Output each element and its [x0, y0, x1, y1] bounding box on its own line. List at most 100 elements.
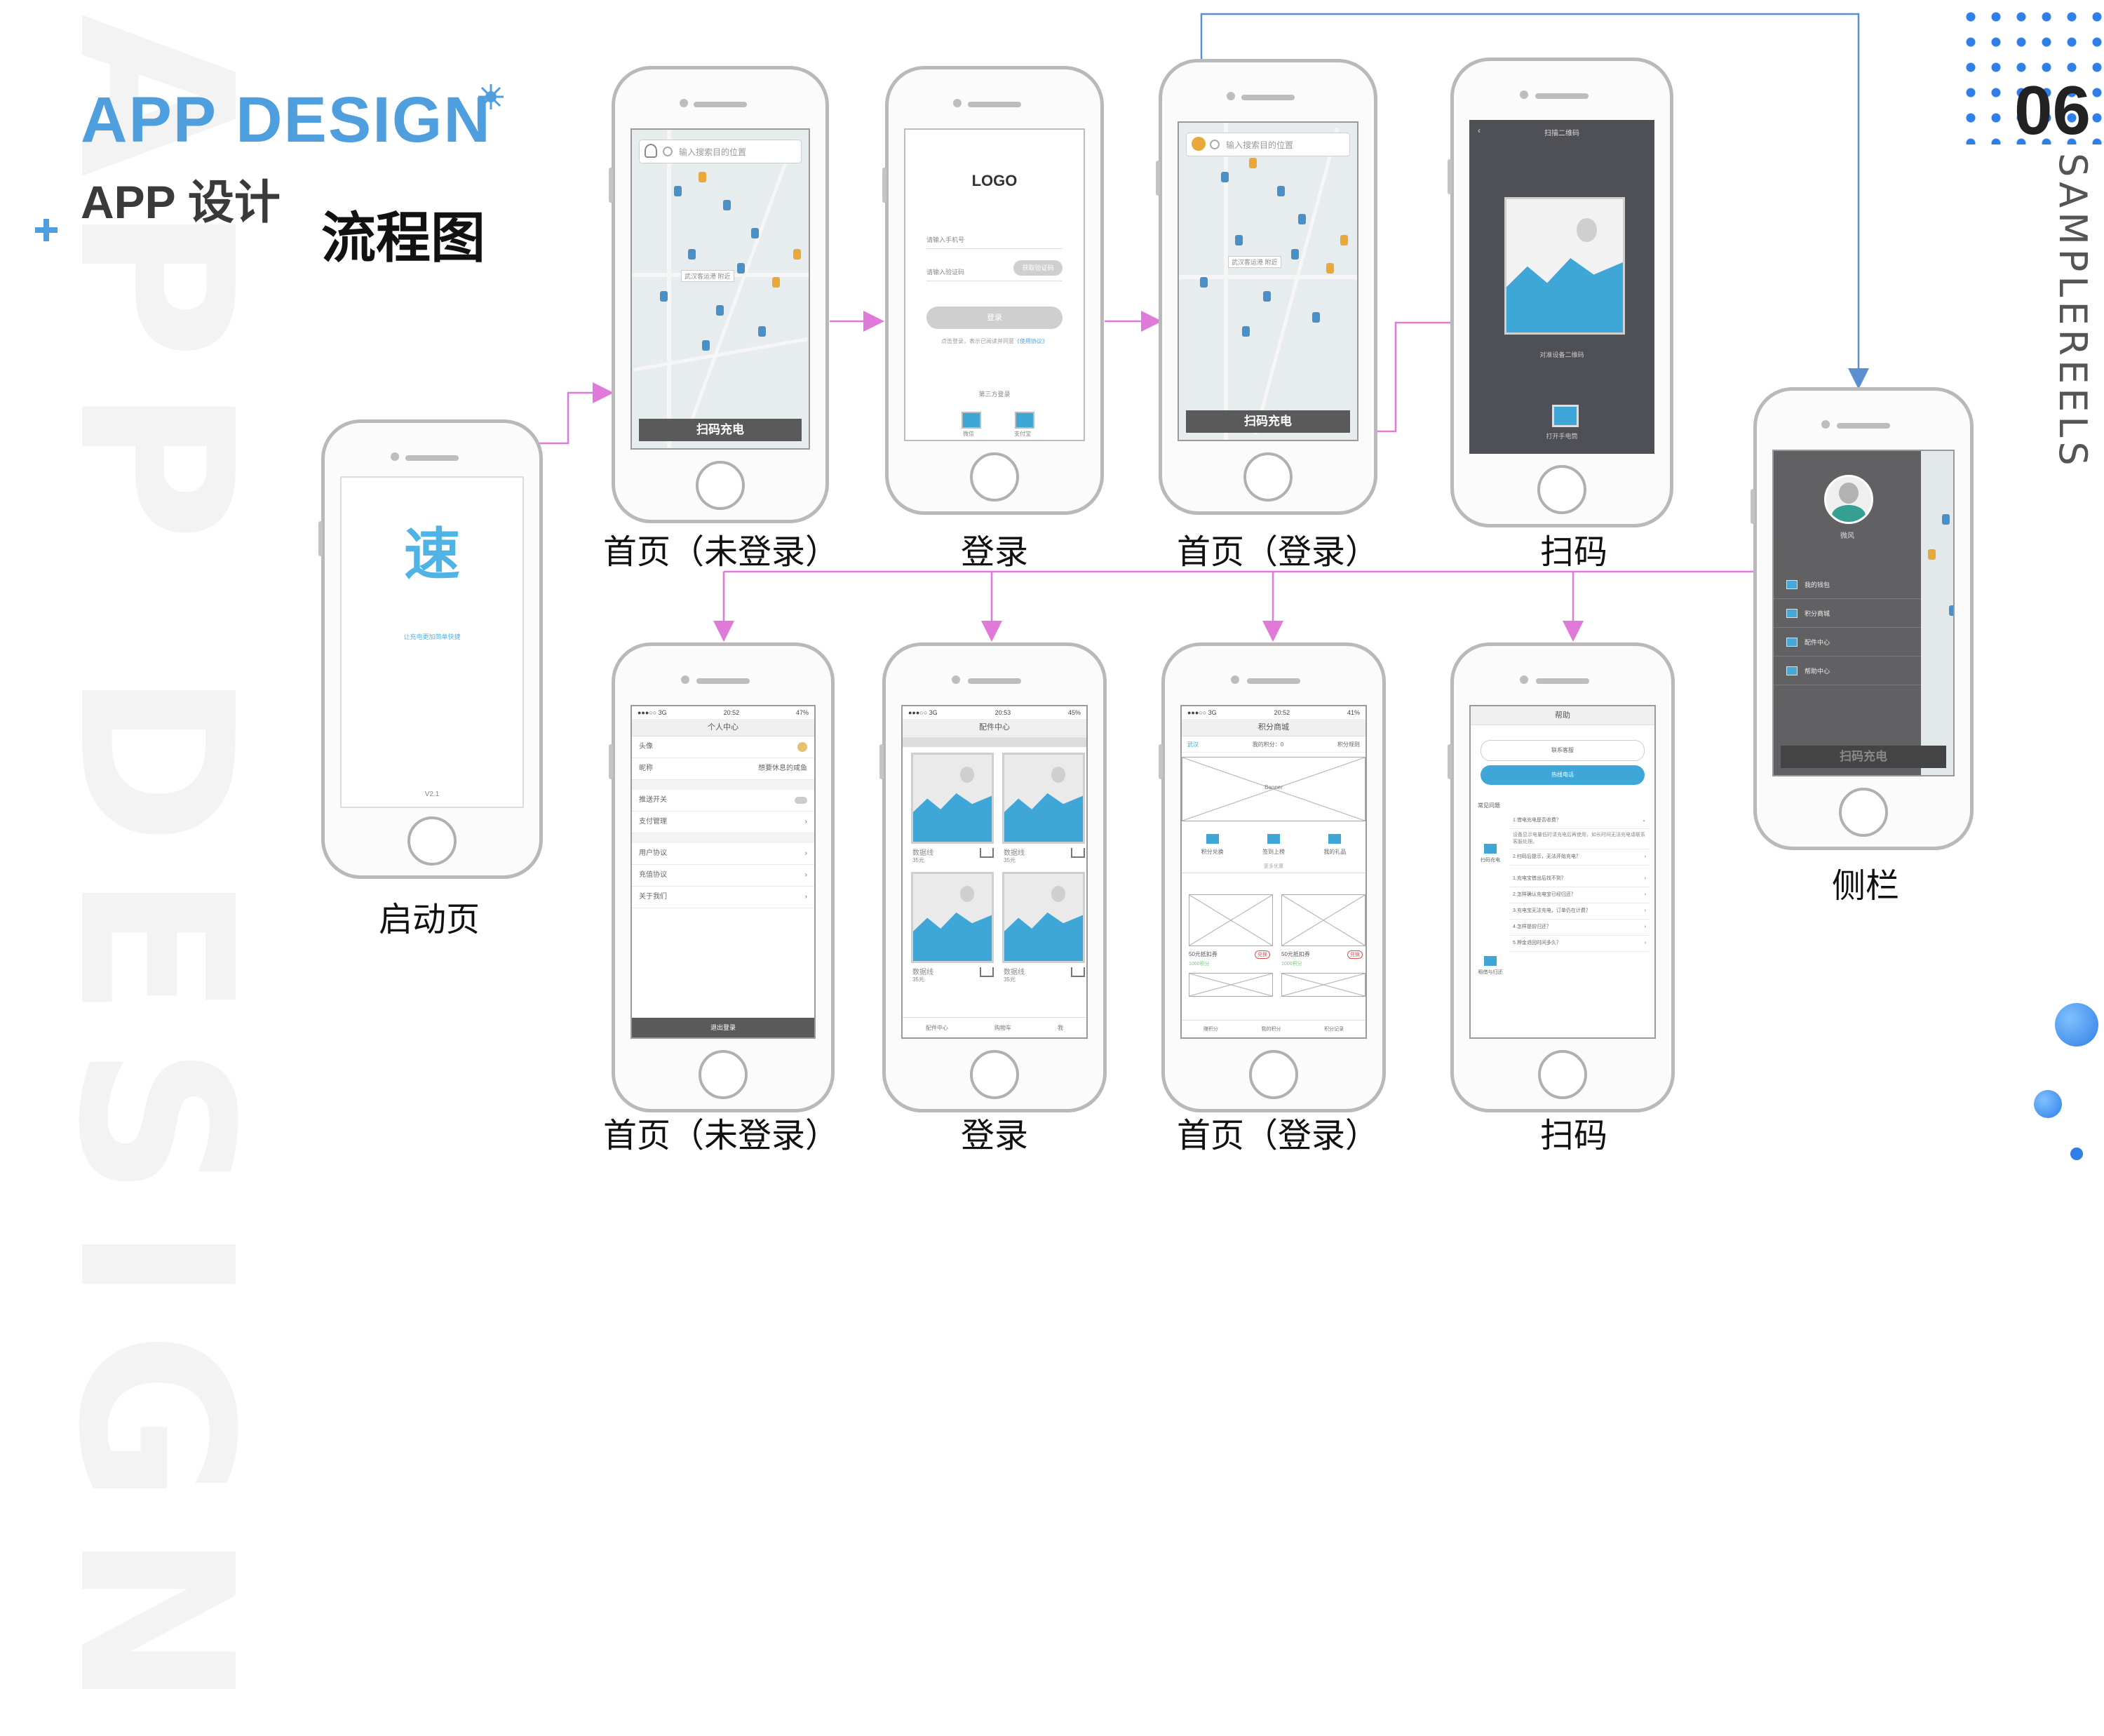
- tab-accessories[interactable]: 配件中心: [926, 1024, 948, 1031]
- profile-row-avatar[interactable]: 头像: [632, 736, 814, 758]
- arrow-splash-to-home: [526, 382, 614, 445]
- caption-row2-b: 登录: [960, 1117, 1028, 1155]
- tab-me[interactable]: 我: [1058, 1024, 1063, 1031]
- cart-icon[interactable]: [980, 848, 994, 858]
- home-button[interactable]: [1243, 452, 1293, 502]
- home-button[interactable]: [970, 452, 1019, 502]
- sidebar-item-help[interactable]: 帮助中心: [1774, 657, 1921, 685]
- wechat-login-icon[interactable]: [962, 412, 981, 429]
- home-button[interactable]: [1839, 788, 1888, 837]
- tab-earn-points[interactable]: 赚积分: [1203, 1027, 1218, 1032]
- tab-cart[interactable]: 购物车: [994, 1024, 1011, 1031]
- faq-question[interactable]: 1.借电充电是否收费？⌄: [1510, 813, 1649, 829]
- phone-login: LOGO 请输入手机号 请输入验证码 获取验证码 登录 点击登录，表示已阅读并同…: [882, 66, 1104, 515]
- sidebar-item-points[interactable]: 积分商城: [1774, 599, 1921, 628]
- side-vertical-text: SAMPLEREELS: [2051, 153, 2095, 470]
- phone-scan: 扫描二维码 ‹ 对准设备二维码 打开手电筒: [1448, 58, 1673, 527]
- alipay-label: 支付宝: [1014, 431, 1031, 437]
- redeem-button[interactable]: 兑换: [1255, 950, 1270, 959]
- coupon-image[interactable]: [1189, 894, 1273, 946]
- circle-decoration-small: [2070, 1148, 2083, 1160]
- profile-row-payment[interactable]: 支付管理›: [632, 812, 814, 833]
- search-icon: [1210, 140, 1220, 149]
- banner[interactable]: Banner: [1182, 757, 1365, 821]
- home-button[interactable]: [970, 1050, 1019, 1099]
- home-button[interactable]: [1537, 465, 1586, 514]
- points-icon: [1786, 608, 1798, 618]
- faq-question[interactable]: 4.怎样提前归还？›: [1510, 920, 1649, 936]
- tab-points-record[interactable]: 积分记录: [1324, 1027, 1344, 1032]
- third-party-label: 第三方登录: [978, 391, 1011, 398]
- profile-row-about[interactable]: 关于我们›: [632, 887, 814, 908]
- map-view[interactable]: 武汉客运港 附近: [1179, 123, 1357, 440]
- map-location-label: 武汉客运港 附近: [1228, 256, 1281, 268]
- sparkle-icon: [478, 84, 504, 109]
- scan-charge-button[interactable]: 扫码充电: [1186, 410, 1350, 433]
- profile-row-recharge-agreement[interactable]: 充值协议›: [632, 865, 814, 887]
- location-label[interactable]: 武汉: [1187, 741, 1199, 748]
- my-gifts-icon[interactable]: 我的礼品: [1323, 834, 1346, 856]
- home-button[interactable]: [699, 1050, 748, 1099]
- faq-category-scan[interactable]: 扫码充电: [1475, 844, 1506, 863]
- coupon-name: 50元抵扣券: [1189, 951, 1218, 957]
- logout-button[interactable]: 退出登录: [632, 1018, 814, 1037]
- profile-row-user-agreement[interactable]: 用户协议›: [632, 843, 814, 865]
- product-name: 数据线: [1004, 969, 1025, 976]
- alipay-login-icon[interactable]: [1015, 412, 1034, 429]
- more-offers-label: 更多优惠: [1182, 863, 1365, 873]
- faq-question[interactable]: 1.充电宝借出后找不到？›: [1510, 871, 1649, 887]
- sidebar-item-accessories[interactable]: 配件中心: [1774, 628, 1921, 657]
- avatar[interactable]: [1824, 475, 1873, 524]
- plus-icon: [35, 219, 58, 241]
- page-subtitle: APP 设计: [81, 176, 281, 228]
- tab-my-points[interactable]: 我的积分: [1261, 1027, 1281, 1032]
- app-logo: 速: [404, 523, 460, 586]
- points-rules-link[interactable]: 积分规则: [1337, 741, 1360, 748]
- coupon-image[interactable]: [1281, 894, 1365, 946]
- agreement-link[interactable]: 《使用协议》: [1014, 338, 1048, 344]
- product-price: 35元: [1004, 976, 1016, 983]
- get-code-button[interactable]: 获取验证码: [1013, 260, 1063, 276]
- faq-question[interactable]: 2.怎样确认充电宝已经归还？›: [1510, 887, 1649, 903]
- home-button[interactable]: [696, 461, 745, 510]
- push-toggle[interactable]: [795, 797, 807, 804]
- cart-icon[interactable]: [1071, 967, 1085, 977]
- agreement-label: 点击登录，表示已阅读并同意: [941, 338, 1014, 344]
- coupon-cost: 1000积分: [1281, 962, 1302, 967]
- home-button[interactable]: [407, 816, 457, 866]
- login-button[interactable]: 登录: [926, 307, 1063, 329]
- profile-row-push[interactable]: 推送开关: [632, 790, 814, 812]
- cart-icon[interactable]: [980, 967, 994, 977]
- hotline-button[interactable]: 热线电话: [1481, 765, 1645, 785]
- checkin-icon[interactable]: 签到上榜: [1262, 834, 1285, 856]
- sidebar-item-wallet[interactable]: 我的钱包: [1774, 570, 1921, 599]
- bottom-tabbar: 配件中心 购物车 我: [903, 1017, 1086, 1037]
- product-price: 35元: [912, 857, 924, 863]
- redeem-button[interactable]: 兑换: [1347, 950, 1363, 959]
- faq-question[interactable]: 5.押金退回时间多久？›: [1510, 936, 1649, 952]
- code-field[interactable]: 请输入验证码: [926, 267, 1063, 281]
- scan-charge-button[interactable]: 扫码充电: [1781, 746, 1946, 768]
- scan-charge-button[interactable]: 扫码充电: [639, 419, 802, 441]
- home-button[interactable]: [1249, 1050, 1298, 1099]
- profile-row-nickname[interactable]: 昵称想要休息的咸鱼: [632, 758, 814, 780]
- user-icon[interactable]: [645, 144, 657, 158]
- exchange-points-icon[interactable]: 积分兑换: [1201, 834, 1224, 856]
- contact-service-button[interactable]: 联系客服: [1481, 740, 1645, 761]
- avatar-icon[interactable]: [1192, 137, 1206, 151]
- map-view[interactable]: 武汉客运港 附近: [632, 130, 809, 448]
- caption-login: 登录: [960, 534, 1028, 571]
- faq-question[interactable]: 2.扫码后提示，无法开始充电？›: [1510, 849, 1649, 866]
- faq-category-rent[interactable]: 租借与归还: [1475, 956, 1506, 976]
- torch-icon[interactable]: [1552, 405, 1579, 427]
- torch-label: 打开手电筒: [1546, 433, 1578, 440]
- scan-title: 扫描二维码: [1544, 130, 1579, 137]
- sidebar-panel: 微风 我的钱包 积分商城 配件中心 帮助中心: [1774, 451, 1921, 775]
- cart-icon[interactable]: [1071, 848, 1085, 858]
- phone-field[interactable]: 请输入手机号: [926, 235, 1063, 249]
- home-button[interactable]: [1538, 1050, 1587, 1099]
- faq-question[interactable]: 3.充电宝无法充电，订单仍在计费？›: [1510, 903, 1649, 920]
- back-icon[interactable]: ‹: [1478, 126, 1481, 135]
